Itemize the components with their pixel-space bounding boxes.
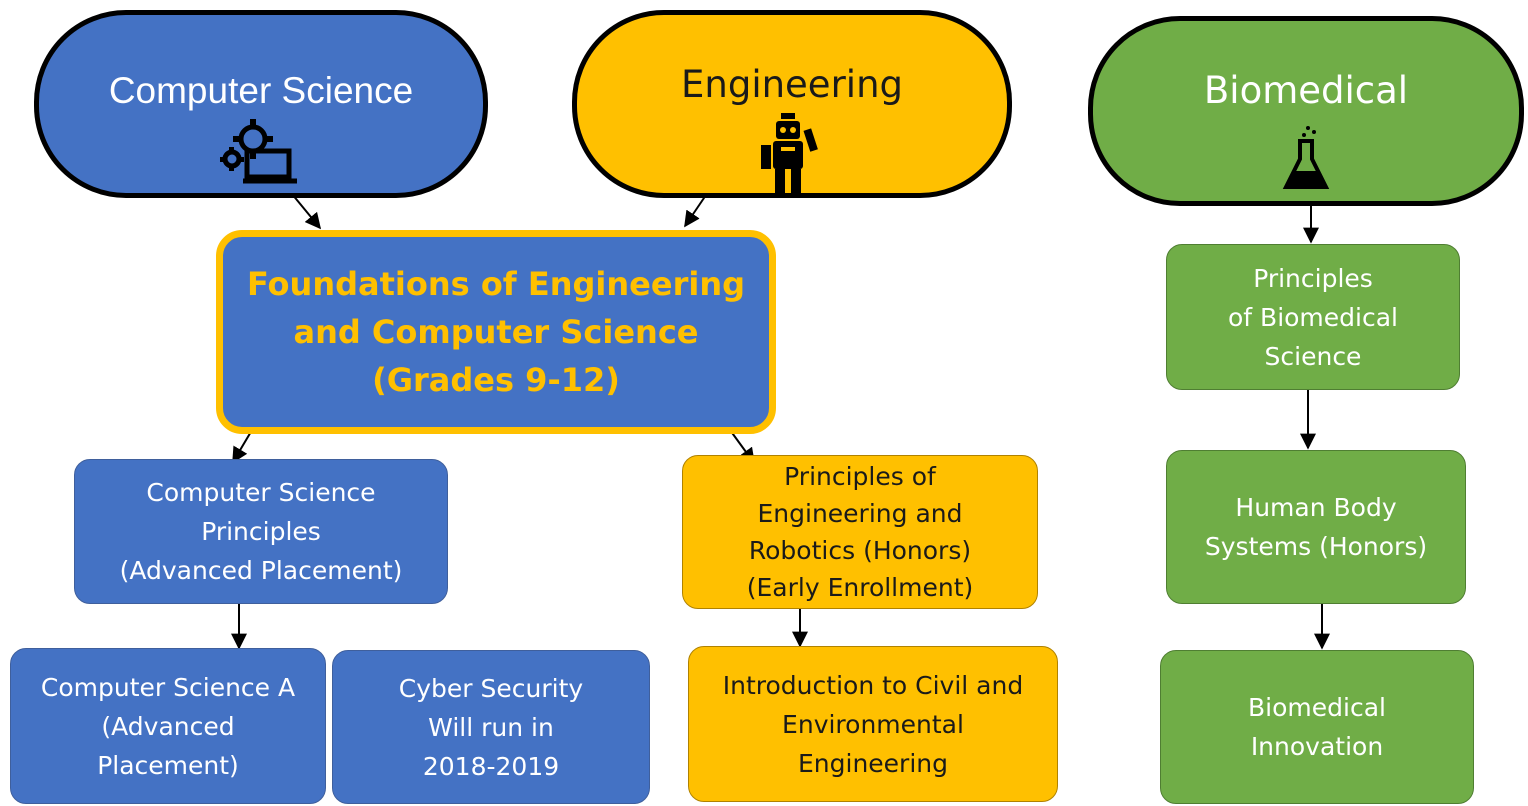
course-line: Computer Science: [146, 478, 376, 507]
pathway-title: Engineering: [681, 63, 903, 106]
course-line: Placement): [97, 750, 239, 780]
course-foundations: Foundations of Engineering and Computer …: [216, 230, 776, 434]
course-line: and Computer Science: [293, 313, 699, 351]
arrow-cs-to-foundations: [291, 193, 322, 230]
pathway-title: Computer Science: [108, 70, 414, 111]
course-cs-a: Computer Science A (Advanced Placement): [10, 648, 326, 804]
course-line: Will run in: [428, 712, 554, 742]
course-line: Environmental: [782, 709, 964, 739]
course-line: Systems (Honors): [1204, 532, 1428, 561]
course-civil-environmental: Introduction to Civil and Environmental …: [688, 646, 1058, 802]
course-line: Principles: [201, 517, 321, 546]
course-cs-principles: Computer Science Principles (Advanced Pl…: [74, 459, 448, 604]
course-line: Innovation: [1250, 732, 1384, 761]
course-line: Principles: [1253, 263, 1373, 293]
course-engineering-principles: Principles of Engineering and Robotics (…: [682, 455, 1038, 609]
course-line: Computer Science A: [40, 672, 296, 702]
course-line: Principles of: [784, 462, 936, 491]
course-line: (Grades 9-12): [372, 361, 620, 399]
course-line: Engineering and: [757, 499, 963, 528]
pathway-biomedical: Biomedical: [1088, 16, 1524, 206]
course-line: (Advanced: [101, 711, 235, 741]
course-line: 2018-2019: [422, 751, 560, 781]
course-cyber-security: Cyber Security Will run in 2018-2019: [332, 650, 650, 804]
course-line: Robotics (Honors): [748, 536, 972, 565]
flask-icon: [1282, 125, 1330, 197]
course-line: Cyber Security: [398, 673, 584, 703]
course-line: Foundations of Engineering: [246, 265, 745, 303]
course-biomedical-innovation: Biomedical Innovation: [1160, 650, 1474, 804]
pathway-title: Biomedical: [1203, 69, 1409, 112]
laptop-gears-icon: [219, 117, 303, 189]
arrow-engineering-to-foundations: [684, 194, 707, 228]
pathway-computer-science: Computer Science: [34, 10, 488, 198]
course-biomedical-principles: Principles of Biomedical Science: [1166, 244, 1460, 390]
course-line: Introduction to Civil and: [722, 670, 1024, 700]
course-human-body-systems: Human Body Systems (Honors): [1166, 450, 1466, 604]
course-line: Science: [1264, 341, 1362, 371]
course-line: (Advanced Placement): [119, 556, 403, 585]
course-line: Biomedical: [1248, 693, 1386, 722]
course-line: of Biomedical: [1228, 302, 1398, 332]
course-line: Human Body: [1235, 493, 1397, 522]
course-line: Engineering: [798, 748, 948, 778]
robot-icon: [757, 111, 827, 199]
arrow-foundations-to-cs-principles: [232, 429, 253, 464]
pathway-engineering: Engineering: [572, 10, 1012, 198]
course-line: (Early Enrollment): [746, 573, 974, 602]
